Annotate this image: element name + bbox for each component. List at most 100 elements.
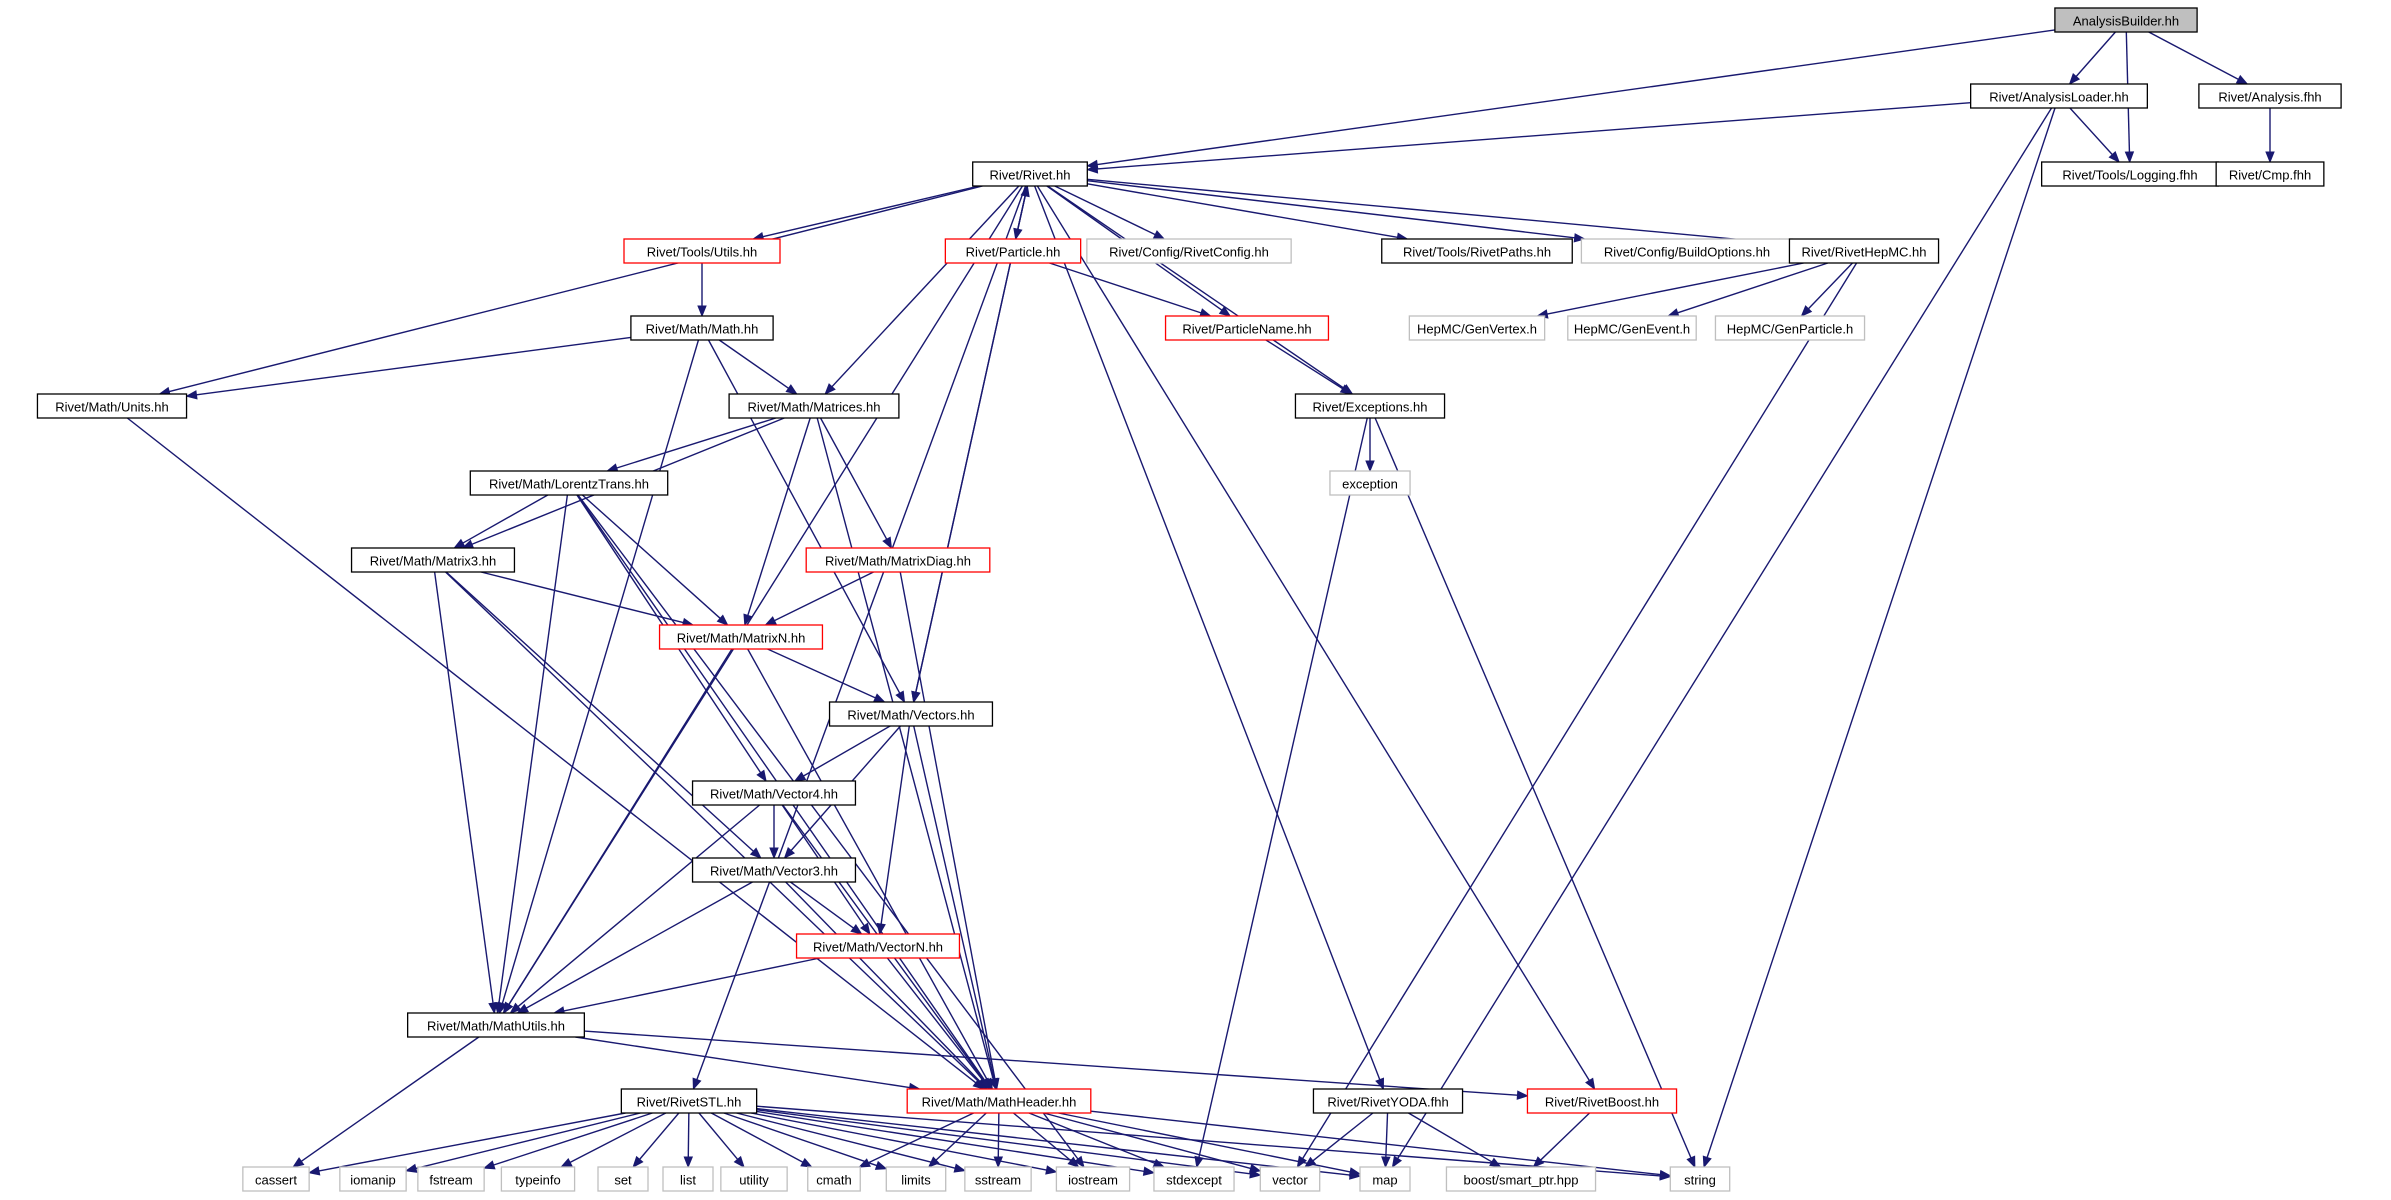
node-box-smartptr bbox=[1445, 1166, 1597, 1192]
node-rivetstl[interactable]: Rivet/RivetSTL.hh bbox=[620, 1088, 758, 1114]
node-box-mdiag bbox=[805, 547, 991, 573]
arrowhead-mathheader-to-limits bbox=[927, 1156, 940, 1168]
node-box-exception bbox=[1329, 470, 1411, 496]
arrowhead-utils-to-mathhh bbox=[697, 305, 707, 318]
node-label-string: string bbox=[1684, 1173, 1716, 1188]
edge-rivet-to-hepmc bbox=[1087, 178, 1780, 244]
node-label-exceptions: Rivet/Exceptions.hh bbox=[1313, 400, 1428, 415]
node-label-matrixn: Rivet/Math/MatrixN.hh bbox=[677, 631, 806, 646]
arrowhead-rivet-to-bopts bbox=[1573, 233, 1586, 243]
edge-matrix3-to-matrixn bbox=[480, 571, 684, 624]
edge-particle-to-rivet bbox=[1014, 195, 1026, 240]
edge-hepmc-to-genevent bbox=[1677, 262, 1829, 314]
node-matrices[interactable]: Rivet/Math/Matrices.hh bbox=[728, 393, 900, 419]
arrowhead-particle-to-vectors bbox=[911, 690, 921, 704]
arrowhead-lorentz-to-mathutils bbox=[494, 1001, 504, 1015]
node-aload[interactable]: Rivet/AnalysisLoader.hh bbox=[1970, 83, 2149, 109]
edge-aload-to-rivet bbox=[1097, 101, 1971, 170]
node-rivet[interactable]: Rivet/Rivet.hh bbox=[972, 161, 1088, 187]
node-vector4[interactable]: Rivet/Math/Vector4.hh bbox=[691, 780, 857, 806]
node-label-matrices: Rivet/Math/Matrices.hh bbox=[748, 400, 881, 415]
arrowhead-afhh-to-cmp bbox=[2265, 151, 2275, 164]
arrowhead-mathheader-to-string bbox=[1659, 1169, 1672, 1180]
arrowhead-mathutils-to-cassert bbox=[292, 1157, 305, 1168]
node-box-genevent bbox=[1567, 315, 1697, 341]
node-label-vector4: Rivet/Math/Vector4.hh bbox=[710, 787, 838, 802]
node-rpaths[interactable]: Rivet/Tools/RivetPaths.hh bbox=[1381, 238, 1573, 264]
node-units[interactable]: Rivet/Math/Units.hh bbox=[36, 393, 188, 419]
edge-matrices-to-matrixn bbox=[747, 417, 811, 616]
node-box-units bbox=[36, 393, 188, 419]
arrowhead-rivet-to-matrices bbox=[824, 383, 836, 395]
node-box-vector bbox=[1259, 1166, 1321, 1192]
node-afhh[interactable]: Rivet/Analysis.fhh bbox=[2198, 83, 2342, 109]
edge-vector3-to-mathheader bbox=[785, 881, 981, 1083]
node-box-vectors bbox=[828, 701, 994, 727]
node-mathutils[interactable]: Rivet/Math/MathUtils.hh bbox=[406, 1012, 585, 1038]
node-box-vector4 bbox=[691, 780, 857, 806]
arrowhead-rivetstl-to-list bbox=[683, 1156, 694, 1169]
node-mdiag[interactable]: Rivet/Math/MatrixDiag.hh bbox=[805, 547, 991, 573]
node-matrix3[interactable]: Rivet/Math/Matrix3.hh bbox=[350, 547, 516, 573]
arrowhead-ab-to-logging bbox=[2124, 151, 2135, 164]
node-rconfig: Rivet/Config/RivetConfig.hh bbox=[1086, 238, 1292, 264]
edge-particle-to-pname bbox=[1049, 262, 1202, 314]
node-ab[interactable]: AnalysisBuilder.hh bbox=[2054, 7, 2198, 33]
node-box-yoda bbox=[1312, 1088, 1464, 1114]
node-particle[interactable]: Rivet/Particle.hh bbox=[944, 238, 1082, 264]
node-vectorn[interactable]: Rivet/Math/VectorN.hh bbox=[795, 933, 961, 959]
arrowhead-mathheader-to-vector bbox=[1248, 1163, 1262, 1173]
node-label-limits: limits bbox=[901, 1173, 931, 1188]
node-label-set: set bbox=[614, 1173, 632, 1188]
arrowhead-rivetstl-to-typeinfo bbox=[560, 1157, 573, 1168]
node-lorentz[interactable]: Rivet/Math/LorentzTrans.hh bbox=[469, 470, 669, 496]
edge-rivetstl-to-utility bbox=[698, 1112, 739, 1160]
node-box-boost bbox=[1526, 1088, 1678, 1114]
node-pname[interactable]: Rivet/ParticleName.hh bbox=[1164, 315, 1330, 341]
node-hepmc[interactable]: Rivet/RivetHepMC.hh bbox=[1788, 238, 1940, 264]
node-logging[interactable]: Rivet/Tools/Logging.fhh bbox=[2041, 161, 2220, 187]
node-box-string bbox=[1669, 1166, 1731, 1192]
arrowhead-vector3-to-vectorn bbox=[850, 923, 863, 935]
edge-exceptions-to-string bbox=[1374, 417, 1692, 1159]
arrowhead-particle-to-rivet bbox=[1020, 184, 1030, 198]
arrowhead-aload-to-rivet bbox=[1085, 164, 1099, 174]
edge-rivetstl-to-string bbox=[756, 1105, 1661, 1177]
edge-vectors-to-mathheader bbox=[913, 725, 995, 1080]
arrowhead-mathheader-to-sstream bbox=[993, 1156, 1004, 1169]
edge-vector4-to-mathutils bbox=[517, 804, 761, 1008]
edge-lorentz-to-iostream bbox=[577, 494, 1079, 1160]
node-exceptions[interactable]: Rivet/Exceptions.hh bbox=[1294, 393, 1446, 419]
node-box-vectorn bbox=[795, 933, 961, 959]
node-label-sstream: sstream bbox=[975, 1173, 1021, 1188]
edge-rivetstl-to-set bbox=[639, 1112, 680, 1160]
edge-mathhh-to-units bbox=[196, 336, 631, 396]
node-cmp[interactable]: Rivet/Cmp.fhh bbox=[2215, 161, 2325, 187]
node-label-smartptr: boost/smart_ptr.hpp bbox=[1464, 1173, 1579, 1188]
node-label-bopts: Rivet/Config/BuildOptions.hh bbox=[1604, 245, 1770, 260]
node-box-fstream bbox=[417, 1166, 485, 1192]
edge-rivetstl-to-list bbox=[687, 1112, 690, 1158]
arrowhead-rivetstl-to-cassert bbox=[307, 1166, 321, 1176]
node-label-mdiag: Rivet/Math/MatrixDiag.hh bbox=[825, 554, 971, 569]
node-matrixn[interactable]: Rivet/Math/MatrixN.hh bbox=[658, 624, 824, 650]
edge-rivet-to-exceptions bbox=[1047, 185, 1345, 389]
node-boost[interactable]: Rivet/RivetBoost.hh bbox=[1526, 1088, 1678, 1114]
node-mathheader[interactable]: Rivet/Math/MathHeader.hh bbox=[906, 1088, 1092, 1114]
node-yoda[interactable]: Rivet/RivetYODA.fhh bbox=[1312, 1088, 1464, 1114]
arrowhead-rivetstl-to-sstream bbox=[953, 1163, 967, 1173]
arrowhead-hepmc-to-genparticle bbox=[1800, 305, 1813, 317]
edge-ab-to-afhh bbox=[2148, 31, 2239, 80]
node-limits: limits bbox=[885, 1166, 947, 1192]
edge-matrix3-to-mathutils bbox=[433, 571, 494, 1004]
node-box-matrix3 bbox=[350, 547, 516, 573]
node-vector3[interactable]: Rivet/Math/Vector3.hh bbox=[691, 857, 857, 883]
node-box-iostream bbox=[1055, 1166, 1131, 1192]
node-genparticle: HepMC/GenParticle.h bbox=[1714, 315, 1866, 341]
node-utils[interactable]: Rivet/Tools/Utils.hh bbox=[623, 238, 781, 264]
edge-mathheader-to-string bbox=[1090, 1110, 1661, 1176]
edge-boost-to-smartptr bbox=[1540, 1112, 1591, 1161]
node-vectors[interactable]: Rivet/Math/Vectors.hh bbox=[828, 701, 994, 727]
edge-matrix3-to-mathheader bbox=[445, 571, 980, 1083]
node-mathhh[interactable]: Rivet/Math/Math.hh bbox=[630, 315, 774, 341]
